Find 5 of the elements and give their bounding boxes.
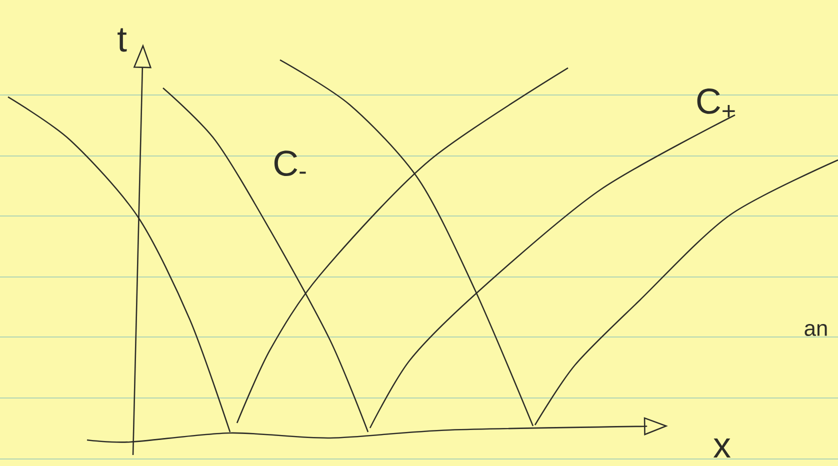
- axis-label: x: [713, 438, 731, 458]
- note-text: an: [804, 324, 827, 336]
- curve-label: C$_{-}$: [274, 150, 306, 176]
- axis-label: t: [118, 28, 127, 52]
- curve-label: C$_{+}$: [697, 88, 735, 118]
